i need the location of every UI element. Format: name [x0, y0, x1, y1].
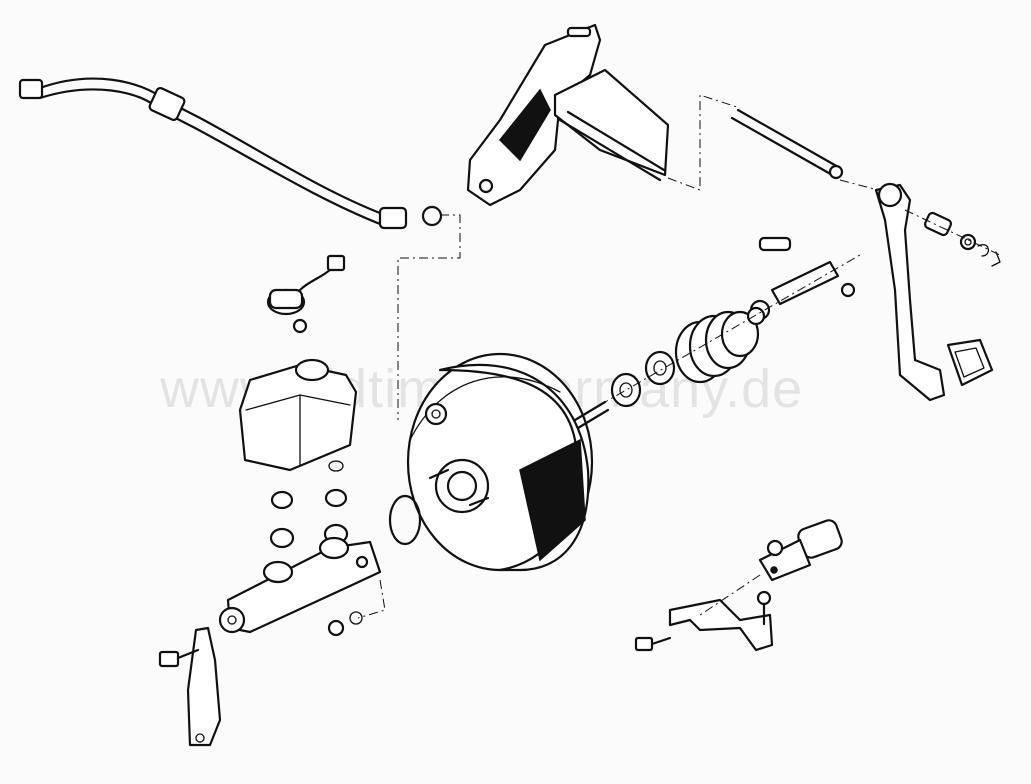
leader-line-3	[839, 179, 1001, 256]
pivot-pin	[730, 108, 844, 180]
brake-booster	[406, 352, 610, 572]
reservoir-grommets	[269, 460, 349, 549]
leader-line-2	[667, 94, 741, 191]
pedal-bushing-parts	[923, 211, 1001, 267]
brake-line	[18, 77, 443, 230]
brake-pedal	[874, 182, 994, 402]
clevis-fork	[749, 236, 856, 321]
switch-bracket	[634, 590, 774, 652]
master-cylinder	[218, 536, 382, 637]
leader-line-6	[699, 574, 761, 616]
o-ring	[388, 494, 422, 546]
brake-light-switch	[758, 519, 843, 582]
mounting-bracket-left	[158, 626, 222, 747]
pedal-bracket	[466, 23, 670, 207]
fluid-reservoir	[238, 358, 358, 472]
leader-line-5	[357, 579, 386, 619]
leader-line-4	[599, 254, 861, 406]
leader-line-1	[397, 214, 461, 420]
pushrod-boot	[610, 306, 766, 408]
reservoir-cap	[266, 254, 346, 334]
